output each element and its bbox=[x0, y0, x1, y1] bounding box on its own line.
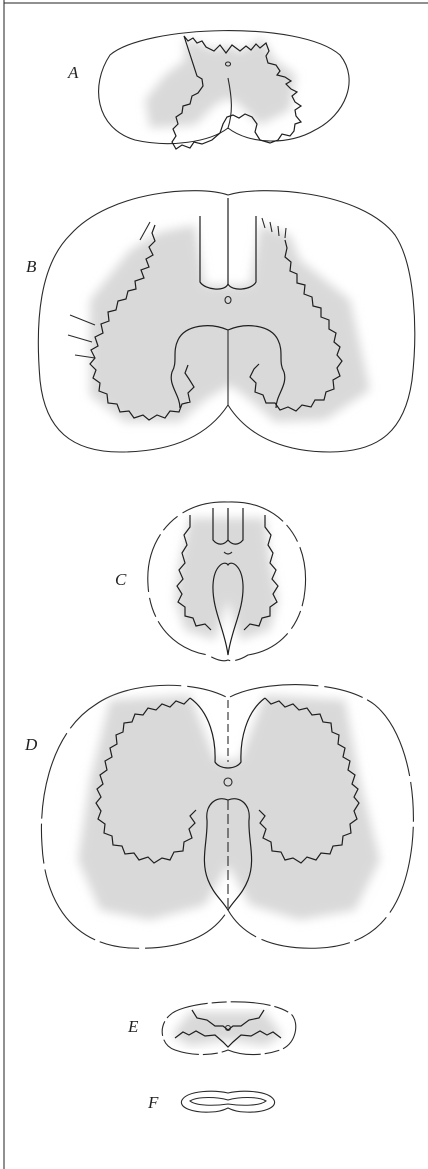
figure-b-dorsal-horns bbox=[200, 198, 256, 289]
figure-b: B bbox=[26, 191, 415, 452]
figure-f-label: F bbox=[147, 1093, 159, 1112]
figure-a: A bbox=[67, 31, 349, 149]
figure-c: C bbox=[115, 502, 306, 661]
figure-d: D bbox=[24, 685, 413, 949]
figure-e: E bbox=[127, 1002, 296, 1055]
figure-c-grey-matter bbox=[175, 518, 278, 640]
figure-b-grey-matter bbox=[90, 225, 370, 422]
figure-f-outer bbox=[181, 1091, 274, 1112]
figure-b-label: B bbox=[26, 257, 37, 276]
figure-d-label: D bbox=[24, 735, 38, 754]
figure-f-inner bbox=[190, 1098, 266, 1106]
figure-f: F bbox=[147, 1091, 275, 1112]
figure-c-label: C bbox=[115, 570, 127, 589]
figure-a-label: A bbox=[67, 63, 79, 82]
figure-e-label: E bbox=[127, 1017, 139, 1036]
figure-a-grey-matter bbox=[145, 38, 296, 128]
